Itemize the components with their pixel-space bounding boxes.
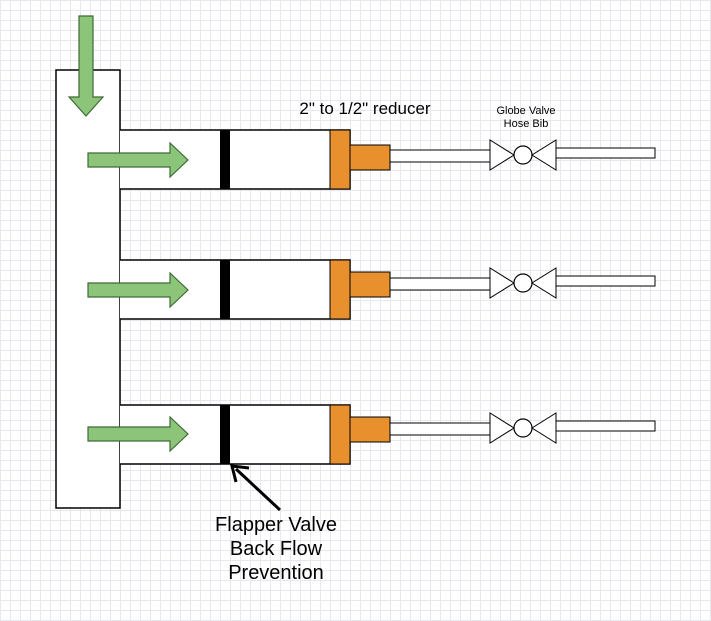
- flow-arrow: [87, 415, 189, 453]
- reducer-body: [329, 259, 351, 320]
- flapper-label-line2: Back Flow: [229, 538, 323, 560]
- flapper-valve: [220, 260, 230, 319]
- branch-3: [87, 404, 656, 465]
- small-pipe: [389, 149, 491, 163]
- globe-valve-ball: [513, 145, 533, 165]
- flapper-valve: [220, 405, 230, 464]
- reducer-neck: [349, 416, 391, 443]
- globe-valve-right: [531, 267, 557, 299]
- hose-bib-pipe: [555, 420, 656, 432]
- globe-valve-label: Globe Valve Hose Bib: [476, 105, 576, 131]
- flow-arrow: [87, 141, 189, 179]
- flapper-valve: [220, 130, 230, 189]
- hose-bib-pipe: [555, 147, 656, 159]
- flapper-valve-label: Flapper Valve Back Flow Prevention: [196, 513, 356, 585]
- small-pipe: [389, 277, 491, 291]
- flapper-label-line1: Flapper Valve: [215, 514, 337, 536]
- reducer-body: [329, 404, 351, 465]
- hose-bib-pipe: [555, 275, 656, 287]
- globe-valve-left: [489, 139, 515, 171]
- branch-1: [87, 129, 656, 190]
- globe-valve-ball: [513, 273, 533, 293]
- globe-valve-label-line1: Globe Valve: [496, 105, 556, 117]
- small-pipe: [389, 422, 491, 436]
- globe-valve-left: [489, 267, 515, 299]
- reducer-label: 2" to 1/2" reducer: [299, 99, 431, 118]
- flow-arrow: [87, 271, 189, 309]
- globe-valve-right: [531, 412, 557, 444]
- globe-valve-label-line2: Hose Bib: [503, 118, 549, 130]
- globe-valve-ball: [513, 418, 533, 438]
- inflow-arrow: [67, 15, 105, 117]
- flapper-label-line3: Prevention: [228, 562, 324, 584]
- branch-2: [87, 259, 656, 320]
- globe-valve-right: [531, 139, 557, 171]
- reducer-neck: [349, 144, 391, 171]
- globe-valve-left: [489, 412, 515, 444]
- reducer-neck: [349, 271, 391, 298]
- reducer-body: [329, 129, 351, 190]
- flapper-pointer-arrow: [230, 464, 282, 512]
